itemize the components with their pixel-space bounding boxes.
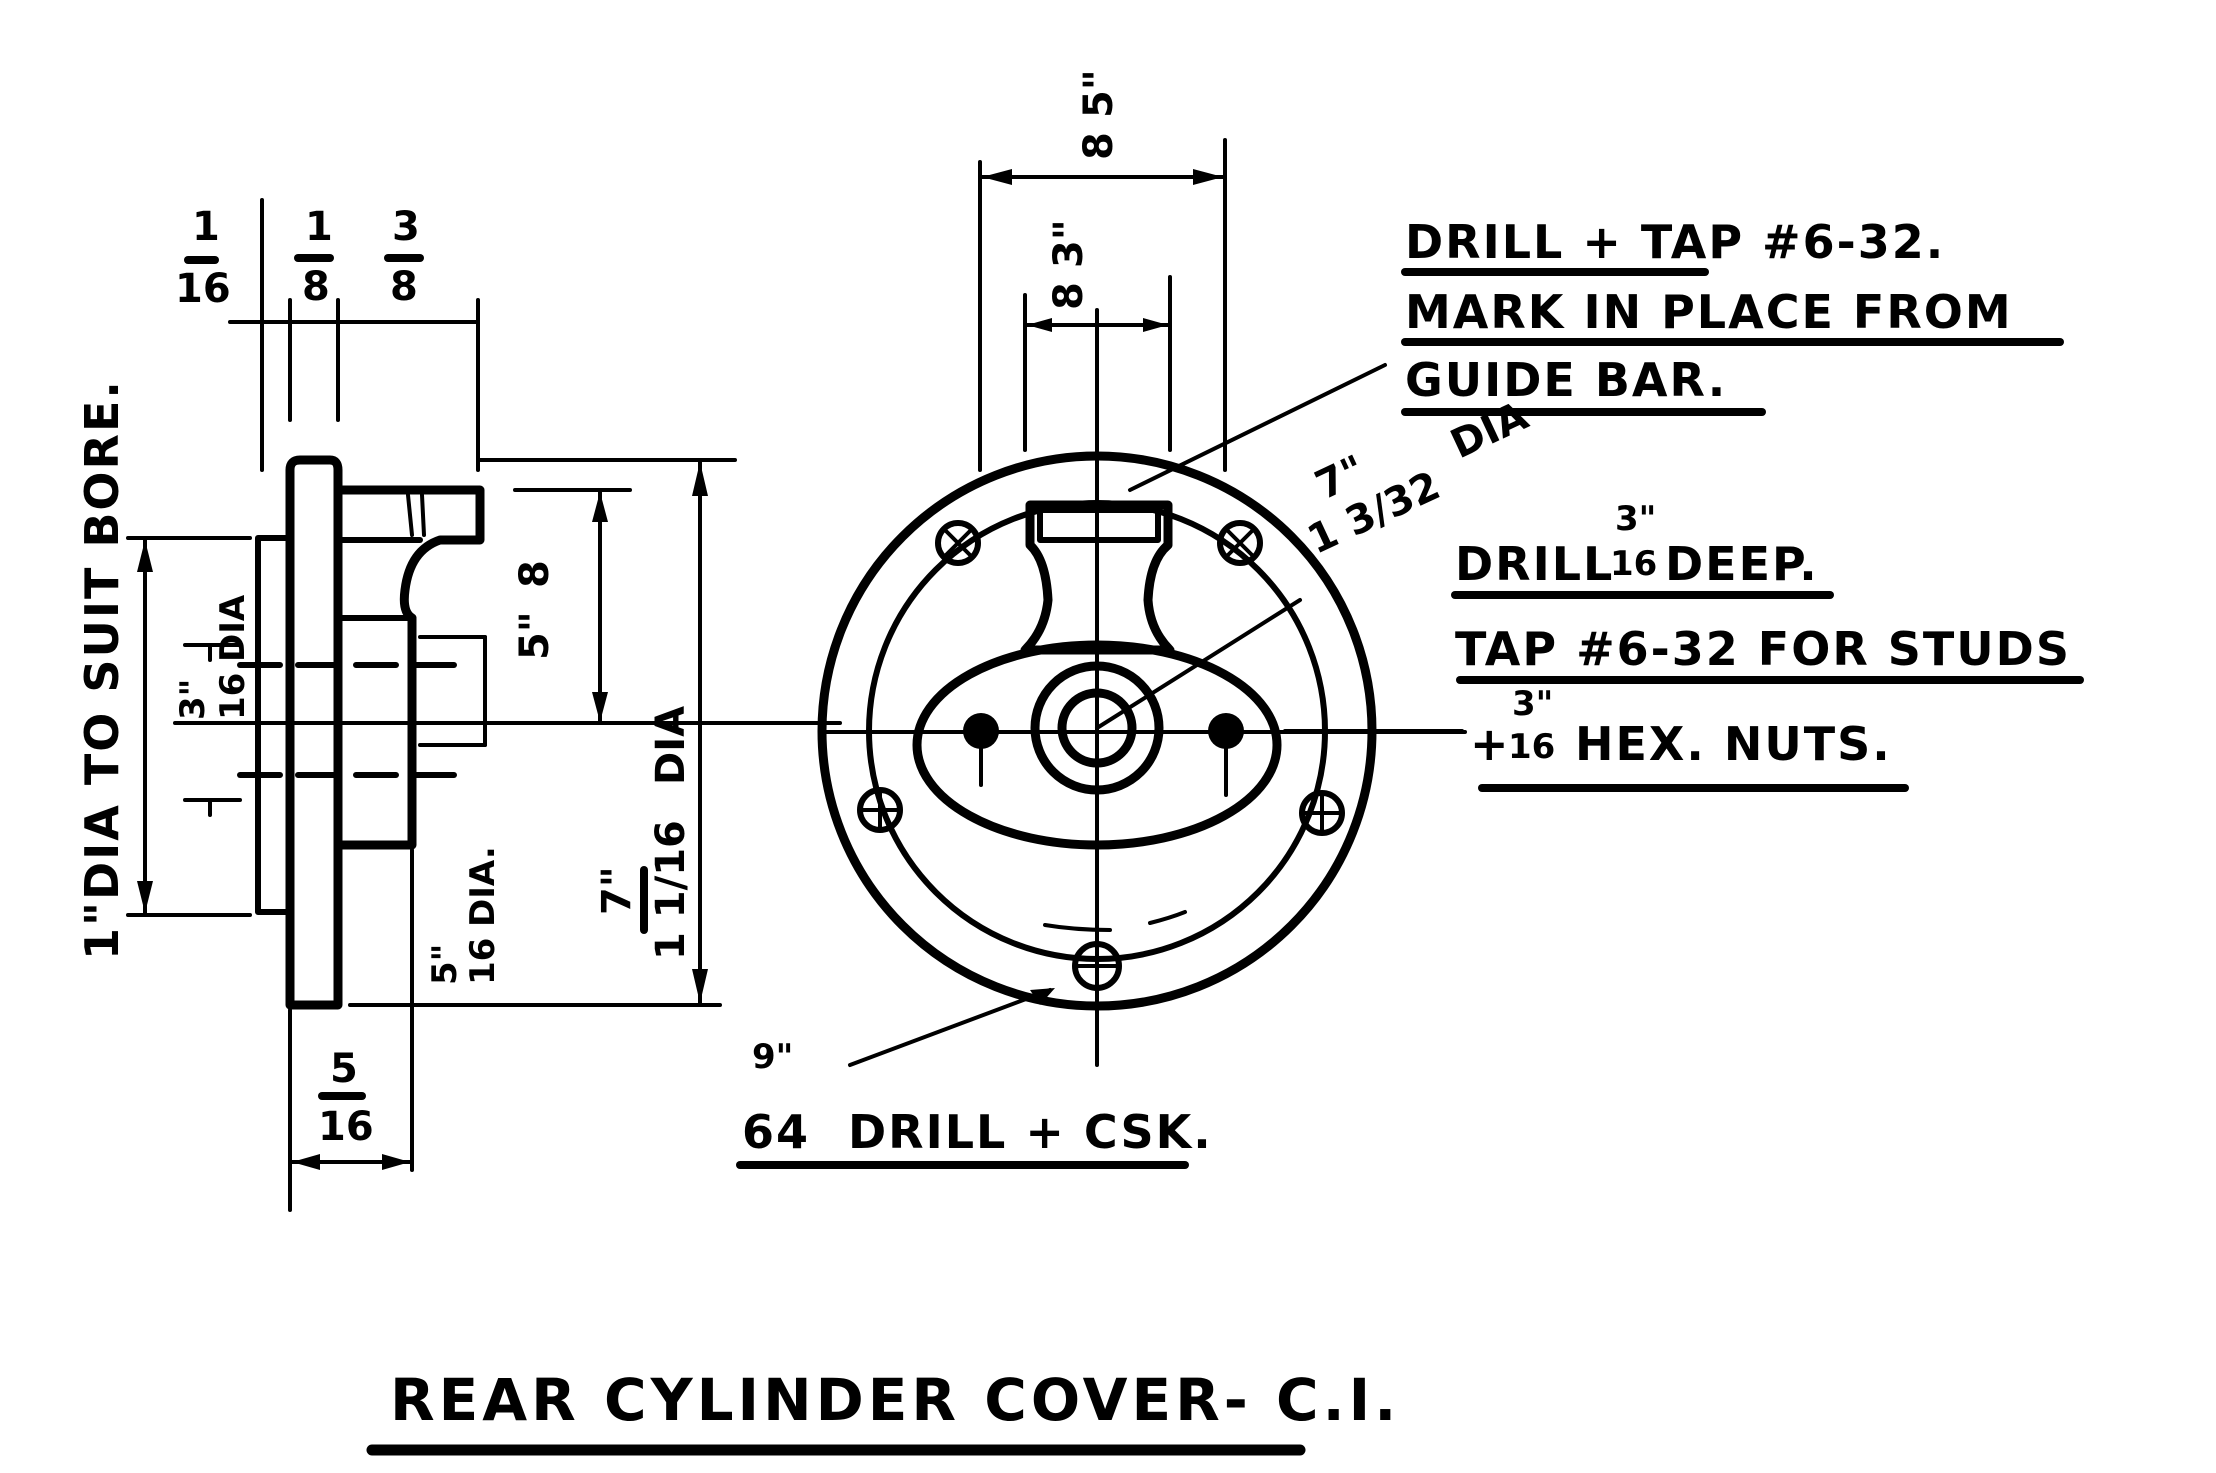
lug-tapped-hole [406, 493, 426, 537]
note-line: DEEP. [1665, 537, 1819, 591]
outer-num: 7" [594, 866, 640, 915]
flange-thk-num: 1 [305, 204, 333, 250]
boss-h-num: 5" [512, 611, 558, 660]
recess-dia-label: 3" 16 DIA [173, 594, 253, 720]
frac-num: 3" [1512, 684, 1553, 724]
fixing-hole [935, 520, 981, 566]
note-line: DRILL + CSK. [848, 1105, 1213, 1159]
fixing-hole [1217, 520, 1263, 566]
fixing-hole [857, 787, 903, 833]
pcd-leader [1095, 598, 1302, 730]
frac-den: 64 [742, 1105, 810, 1159]
width-dim-arrows [292, 1154, 410, 1170]
outer-suffix: DIA [648, 706, 694, 785]
slot-width-den: 8 [1046, 282, 1092, 310]
fixing-hole-leader [848, 988, 1052, 1067]
boss-height-label: 5" 8 [512, 560, 558, 660]
frac-num: 3" [1615, 499, 1656, 539]
overall-width-num: 5 [330, 1046, 358, 1092]
flange-step-num: 1 [192, 204, 220, 250]
outer-dia-label: 7" 1 1/16 DIA [594, 706, 694, 960]
hidden-arc [1148, 910, 1187, 925]
drawing-title: REAR CYLINDER COVER- C.I. [390, 1366, 1400, 1434]
fixing-holes [857, 520, 1345, 991]
recess-num: 3" [173, 679, 213, 720]
drawing-title-block: REAR CYLINDER COVER- C.I. [366, 1366, 1400, 1456]
lug-width-den: 8 [1076, 132, 1122, 160]
frac-den: 16 [1610, 544, 1657, 584]
overall-width-den: 16 [318, 1104, 374, 1150]
top-lug [1020, 500, 1175, 655]
lug-width-num: 5" [1076, 69, 1122, 118]
fixing-hole [1072, 941, 1122, 991]
boss-proj-num: 3 [392, 204, 420, 250]
recess-suffix: DIA [213, 594, 253, 662]
fixing-hole [1299, 790, 1345, 836]
lug-width-label: 8 5" [1076, 69, 1122, 160]
note-stud-holes: DRILL 3" 16 DEEP. TAP #6-32 FOR STUDS + … [1451, 499, 2084, 792]
note-line: MARK IN PLACE FROM [1405, 285, 2013, 339]
lug-dim-arrows [982, 169, 1223, 185]
recess-den: 16 [213, 673, 253, 720]
note-line: HEX. NUTS. [1575, 717, 1892, 771]
note-line: TAP #6-32 FOR STUDS [1455, 622, 2071, 676]
hidden-arc [1043, 923, 1112, 932]
fixing-leader-arrow [1030, 988, 1055, 1005]
note-guide-bar-tapping: DRILL + TAP #6-32. MARK IN PLACE FROM GU… [1401, 215, 2064, 416]
guide-bar-leader [1128, 363, 1387, 492]
bore-num: 5" [425, 944, 465, 985]
bore-suffix: DIA. [463, 846, 503, 927]
front-view [817, 138, 1467, 1067]
boss-h-den: 8 [512, 560, 558, 588]
note-line: DRILL [1455, 537, 1614, 591]
side-view [126, 198, 842, 1212]
note-fixing-holes: 9" 64 DRILL + CSK. [736, 1037, 1213, 1169]
slot-width-num: 3" [1046, 219, 1092, 268]
flange-thk-den: 8 [302, 264, 330, 310]
outer-den: 1 1/16 [648, 820, 694, 960]
note-line: GUIDE BAR. [1405, 353, 1727, 407]
side-view-labels: 1 16 1 8 3 8 1"DIA TO SUIT BORE. 3" 16 D… [75, 204, 694, 1150]
spigot-dia-label: 1"DIA TO SUIT BORE. [75, 379, 129, 960]
note-line: DRILL + TAP #6-32. [1405, 215, 1945, 269]
flange-step-den: 16 [175, 266, 231, 312]
frac-den: 16 [1508, 727, 1555, 767]
flange-outline [285, 455, 343, 1010]
note-line: + [1470, 717, 1511, 771]
bore-den: 16 [463, 938, 503, 985]
bore-dia-label: 5" 16 DIA. [425, 846, 503, 985]
boss-proj-den: 8 [390, 264, 418, 310]
slot-width-label: 8 3" [1046, 219, 1092, 310]
frac-num: 9" [752, 1037, 793, 1077]
